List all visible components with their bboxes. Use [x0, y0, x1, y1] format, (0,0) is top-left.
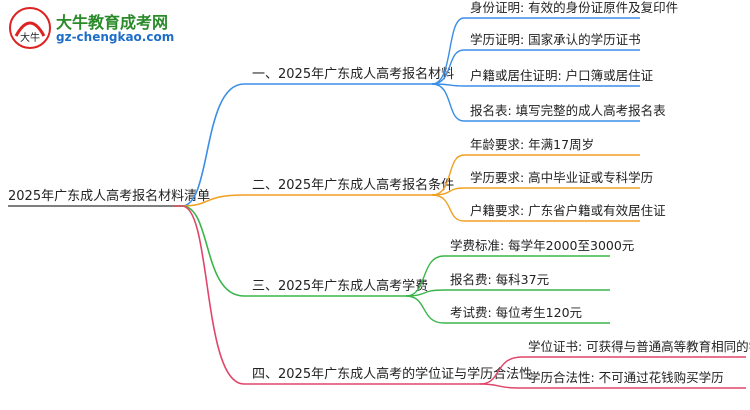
- leaf-label: 户籍或居住证明: 户口簿或居住证: [470, 68, 654, 83]
- leaf-label: 学费标准: 每学年2000至3000元: [450, 238, 634, 253]
- child-connector: [479, 383, 523, 389]
- child-connector: [431, 17, 465, 85]
- logo-mark-text: 大牛: [20, 31, 40, 44]
- leaf-label: 学历合法性: 不可通过花钱购买学历: [528, 370, 724, 385]
- root-label: 2025年广东成人高考报名材料清单: [8, 188, 210, 204]
- branch-label: 四、2025年广东成人高考的学位证与学历合法性: [252, 366, 532, 382]
- child-connector: [431, 154, 465, 196]
- branch-connector: [174, 83, 245, 207]
- child-connector: [405, 255, 445, 297]
- leaf-label: 年龄要求: 年满17周岁: [470, 137, 594, 152]
- site-logo[interactable]: 大牛 大牛教育成考网 gz-chengkao.com: [8, 6, 198, 52]
- logo-mark-icon: 大牛: [9, 7, 51, 49]
- child-connector: [431, 194, 465, 222]
- branch-label: 一、2025年广东成人高考报名材料: [252, 66, 454, 82]
- branch-label: 二、2025年广东成人高考报名条件: [252, 177, 454, 193]
- branch-connector: [174, 205, 245, 385]
- logo-title: 大牛教育成考网: [56, 13, 169, 32]
- leaf-label: 考试费: 每位考生120元: [450, 305, 582, 320]
- leaf-label: 报名表: 填写完整的成人高考报名表: [470, 103, 666, 118]
- logo-url: gz-chengkao.com: [56, 30, 175, 44]
- leaf-label: 学历证明: 国家承认的学历证书: [470, 32, 641, 47]
- leaf-label: 报名费: 每科37元: [450, 272, 549, 287]
- leaf-label: 户籍要求: 广东省户籍或有效居住证: [470, 203, 666, 218]
- leaf-label: 身份证明: 有效的身份证原件及复印件: [470, 0, 678, 15]
- leaf-label: 学历要求: 高中毕业证或专科学历: [470, 170, 653, 185]
- child-connector: [431, 49, 465, 85]
- branch-label: 三、2025年广东成人高考学费: [252, 278, 428, 294]
- child-connector: [405, 295, 445, 324]
- leaf-label: 学位证书: 可获得与普通高等教育相同的学位证: [528, 339, 750, 354]
- branch-connector: [174, 205, 245, 297]
- child-connector: [431, 83, 465, 122]
- child-connector: [479, 356, 523, 385]
